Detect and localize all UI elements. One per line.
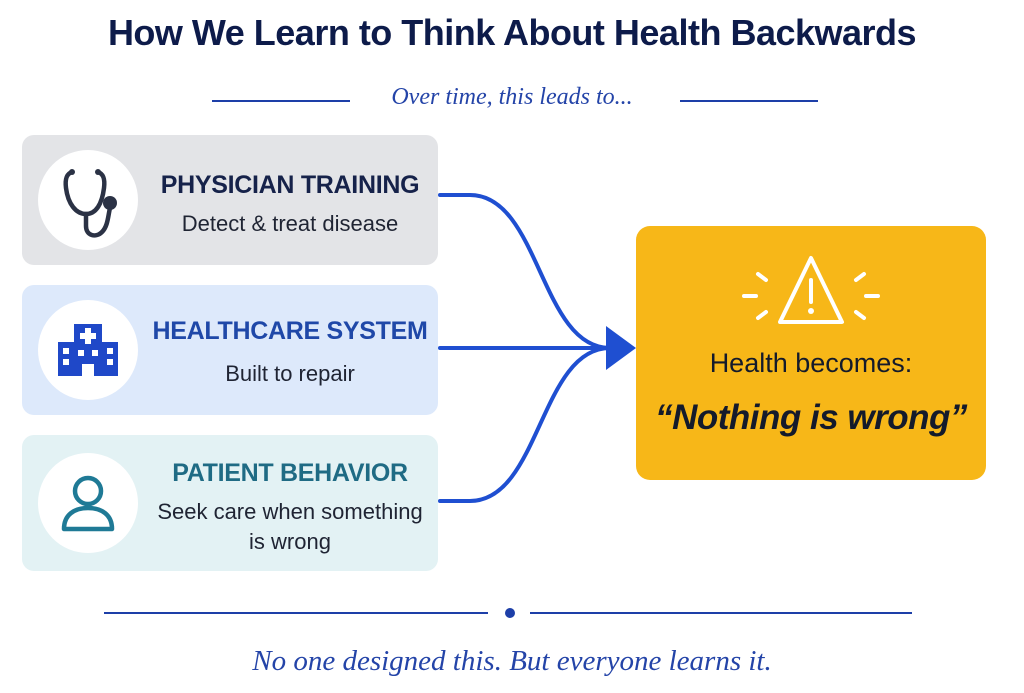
result-box: Health becomes: “Nothing is wrong” xyxy=(636,226,986,480)
footer-text: No one designed this. But everyone learn… xyxy=(252,645,772,677)
footer-dot xyxy=(505,608,515,618)
arrowhead xyxy=(606,326,636,370)
stethoscope-icon xyxy=(63,169,117,238)
card-title: PHYSICIAN TRAINING xyxy=(160,171,420,199)
result-quote: “Nothing is wrong” xyxy=(655,398,967,437)
warning-icon xyxy=(742,256,880,324)
person-icon xyxy=(61,475,115,532)
card-patient-behavior: PATIENT BEHAVIOR Seek care when somethin… xyxy=(22,435,438,571)
card-physician-training: PHYSICIAN TRAINING Detect & treat diseas… xyxy=(22,135,438,265)
card-title: HEALTHCARE SYSTEM xyxy=(152,317,428,345)
subtitle-row: Over time, this leads to... xyxy=(0,84,1024,116)
hospital-icon xyxy=(58,324,118,376)
card-healthcare-system: HEALTHCARE SYSTEM Built to repair xyxy=(22,285,438,415)
page-title: How We Learn to Think About Health Backw… xyxy=(107,12,917,53)
footer-right-rule xyxy=(530,612,912,614)
icon-circle xyxy=(38,300,138,400)
card-description-line: is wrong xyxy=(249,529,331,554)
subtitle-right-rule xyxy=(680,100,818,102)
icon-circle xyxy=(38,150,138,250)
result-label: Health becomes: xyxy=(709,348,913,378)
footer-left-rule xyxy=(104,612,488,614)
subtitle-left-rule xyxy=(212,100,350,102)
connector-patient-behavior xyxy=(438,346,612,503)
card-title: PATIENT BEHAVIOR xyxy=(172,459,408,487)
card-description: Built to repair xyxy=(225,361,355,386)
card-description: Detect & treat disease xyxy=(181,211,399,236)
icon-circle xyxy=(38,453,138,553)
card-description-line: Seek care when something xyxy=(157,499,423,524)
connector-physician-training xyxy=(438,193,612,350)
subtitle: Over time, this leads to... xyxy=(391,84,633,110)
card-description: Seek care when something is wrong xyxy=(150,497,430,557)
